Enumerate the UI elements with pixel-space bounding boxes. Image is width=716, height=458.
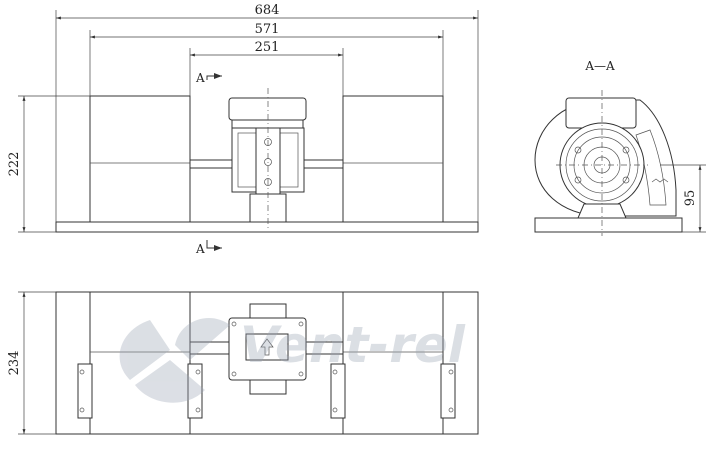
section-view [534,90,706,236]
terminal-box [228,97,307,121]
section-label-bottom: A [195,242,205,256]
base-plate [55,221,479,233]
plate-hole [264,178,272,186]
section-label-top: A [195,71,205,85]
dim-blower-span: 571 [255,22,280,37]
dim-height: 222 [7,152,22,177]
section-view-title: A—A [584,59,615,73]
dim-depth: 234 [7,351,22,376]
airflow-arrow-box [245,333,289,361]
left-blower-housing [89,95,191,223]
dim-motor-width: 251 [255,40,280,55]
front-dimensions [18,10,479,233]
top-view [18,291,479,435]
dim-shaft-height: 95 [683,190,698,207]
watermark-text: Vent-rel [240,316,466,374]
section-base [534,217,683,233]
front-view [55,73,479,251]
right-blower-housing [342,95,444,223]
dim-overall-width: 684 [255,3,280,18]
top-right-blower [342,291,444,435]
watermark-logo [119,317,230,403]
top-left-blower [89,291,191,435]
